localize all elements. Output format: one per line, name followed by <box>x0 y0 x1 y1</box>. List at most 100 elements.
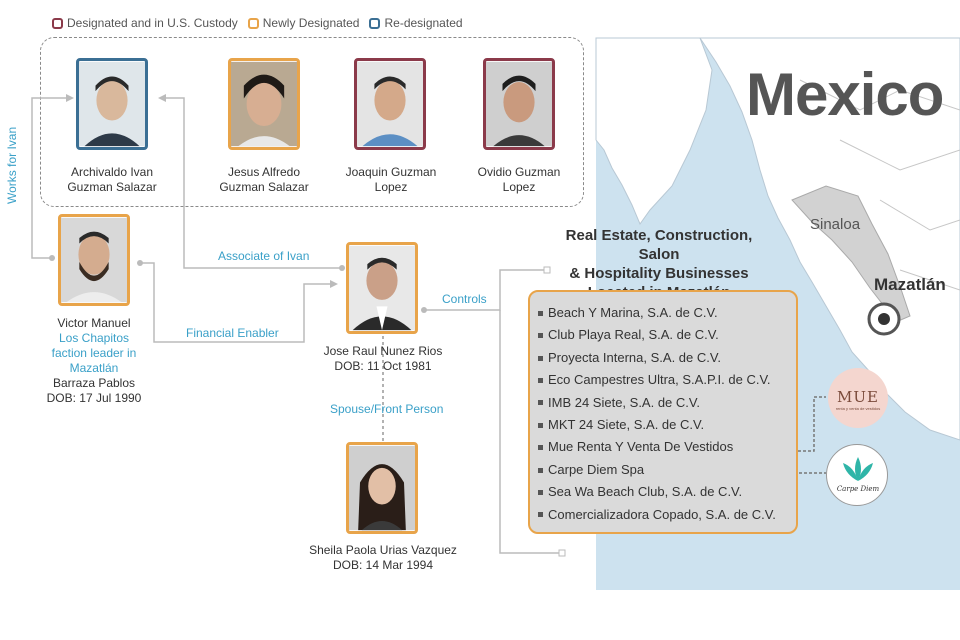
label-controls: Controls <box>442 292 487 306</box>
business-name: Club Playa Real, S.A. de C.V. <box>548 327 719 343</box>
name-jesus: Jesus Alfredo Guzman Salazar <box>206 165 322 195</box>
arrow-head <box>158 94 166 102</box>
connector-dot <box>49 255 55 261</box>
mazatlan-marker-dot <box>878 313 890 325</box>
role-line: Mazatlán <box>69 361 119 375</box>
business-name: IMB 24 Siete, S.A. de C.V. <box>548 394 700 410</box>
connector-dot <box>137 260 143 266</box>
associate-line <box>166 97 342 269</box>
label-works-for: Works for Ivan <box>5 126 19 204</box>
carpe-diem-logo: Carpe Diem <box>826 444 888 506</box>
name-line: Victor Manuel <box>57 316 131 330</box>
state-borders <box>799 79 960 291</box>
businesses-title-line: Real Estate, Construction, Salon <box>565 227 753 263</box>
bullet-icon <box>538 377 543 383</box>
photo-jesus <box>228 58 300 150</box>
label-associate: Associate of Ivan <box>218 249 310 263</box>
business-item: Proyecta Interna, S.A. de C.V. <box>538 347 790 369</box>
connector-end <box>558 549 566 557</box>
name-line: Guzman Salazar <box>67 180 157 194</box>
state-sinaloa <box>791 185 911 323</box>
lotus-icon <box>843 457 873 481</box>
label-spouse: Spouse/Front Person <box>330 402 444 416</box>
business-name: MKT 24 Siete, S.A. de C.V. <box>548 417 705 433</box>
legend-item-new: Newly Designated <box>247 16 360 30</box>
baja-california <box>595 37 713 226</box>
legend-swatch-blue <box>369 17 381 29</box>
legend-swatch-orange <box>247 17 259 29</box>
financial-line <box>140 262 330 343</box>
connector-dot <box>421 307 427 313</box>
legend-label: Newly Designated <box>262 16 360 30</box>
photo-ovidio <box>483 58 555 150</box>
map-label-sinaloa: Sinaloa <box>810 216 861 233</box>
name-victor: Victor Manuel Los Chapitos faction leade… <box>36 316 152 406</box>
business-name: Carpe Diem Spa <box>548 461 645 477</box>
bullet-icon <box>538 310 543 316</box>
legend-swatch-red <box>52 17 63 29</box>
business-item: IMB 24 Siete, S.A. de C.V. <box>538 392 790 414</box>
bullet-icon <box>538 467 543 473</box>
business-item: Beach Y Marina, S.A. de C.V. <box>538 302 790 324</box>
business-item: Sea Wa Beach Club, S.A. de C.V. <box>538 481 790 503</box>
legend-label: Designated and in U.S. Custody <box>67 16 238 30</box>
role-line: faction leader in <box>51 346 137 360</box>
bullet-icon <box>538 489 543 495</box>
connector-end <box>543 266 551 274</box>
business-name: Proyecta Interna, S.A. de C.V. <box>548 349 721 365</box>
businesses-list: Beach Y Marina, S.A. de C.V. Club Playa … <box>528 290 798 534</box>
photo-joaquin <box>354 58 426 150</box>
dob-line: DOB: 17 Jul 1990 <box>46 391 142 405</box>
mainland <box>699 37 960 441</box>
business-item: Mue Renta Y Venta De Vestidos <box>538 436 790 458</box>
business-name: Sea Wa Beach Club, S.A. de C.V. <box>548 484 743 500</box>
dob-line: DOB: 11 Oct 1981 <box>334 359 432 373</box>
photo-jose <box>346 242 418 334</box>
map-label-mazatlan: Mazatlán <box>874 275 946 294</box>
bullet-icon <box>538 512 543 518</box>
legend-item-custody: Designated and in U.S. Custody <box>52 16 238 30</box>
bullet-icon <box>538 422 543 428</box>
photo-archivaldo <box>76 58 148 150</box>
name-line: Jose Raul Nunez Rios <box>323 344 443 358</box>
legend-item-redesignated: Re-designated <box>369 16 463 30</box>
business-name: Mue Renta Y Venta De Vestidos <box>548 439 734 455</box>
legend-label: Re-designated <box>384 16 463 30</box>
mue-logo-text: MUE <box>837 388 879 406</box>
connector-dot <box>339 265 345 271</box>
name-line: Sheila Paola Urias Vazquez <box>309 543 457 557</box>
business-name: Beach Y Marina, S.A. de C.V. <box>548 305 718 320</box>
role-line: Los Chapitos <box>58 331 130 345</box>
name-line: Lopez <box>502 180 536 194</box>
business-item: MKT 24 Siete, S.A. de C.V. <box>538 414 790 436</box>
bullet-icon <box>538 355 543 361</box>
mue-logo: MUE renta y venta de vestidos <box>828 368 888 428</box>
name-sheila: Sheila Paola Urias Vazquez DOB: 14 Mar 1… <box>304 543 462 573</box>
name-line: Barraza Pablos <box>52 376 136 390</box>
name-line: Lopez <box>374 180 408 194</box>
bullet-icon <box>538 445 543 451</box>
business-name: Eco Campestres Ultra, S.A.P.I. de C.V. <box>548 372 771 388</box>
name-jose: Jose Raul Nunez Rios DOB: 11 Oct 1981 <box>318 344 448 374</box>
name-line: Jesus Alfredo <box>227 165 301 179</box>
name-line: Guzman Salazar <box>219 180 309 194</box>
label-financial: Financial Enabler <box>186 326 279 340</box>
business-item: Comercializadora Copado, S.A. de C.V. <box>538 504 790 526</box>
legend: Designated and in U.S. Custody Newly Des… <box>52 16 463 30</box>
business-item: Carpe Diem Spa <box>538 459 790 481</box>
map-title-mexico: Mexico <box>746 61 944 128</box>
arrow-head <box>330 280 338 288</box>
name-line: Archivaldo Ivan <box>70 165 154 179</box>
business-name: Comercializadora Copado, S.A. de C.V. <box>548 506 776 522</box>
name-archivaldo: Archivaldo Ivan Guzman Salazar <box>56 165 168 195</box>
bullet-icon <box>538 333 543 339</box>
works-for-line <box>31 97 66 259</box>
chapitos-group-box <box>40 37 584 207</box>
controls-line <box>424 269 545 311</box>
business-item: Eco Campestres Ultra, S.A.P.I. de C.V. <box>538 369 790 391</box>
business-item: Club Playa Real, S.A. de C.V. <box>538 324 790 346</box>
name-line: Ovidio Guzman <box>477 165 561 179</box>
arrow-head <box>66 94 74 102</box>
businesses-title-line: & Hospitality Businesses <box>569 265 749 282</box>
